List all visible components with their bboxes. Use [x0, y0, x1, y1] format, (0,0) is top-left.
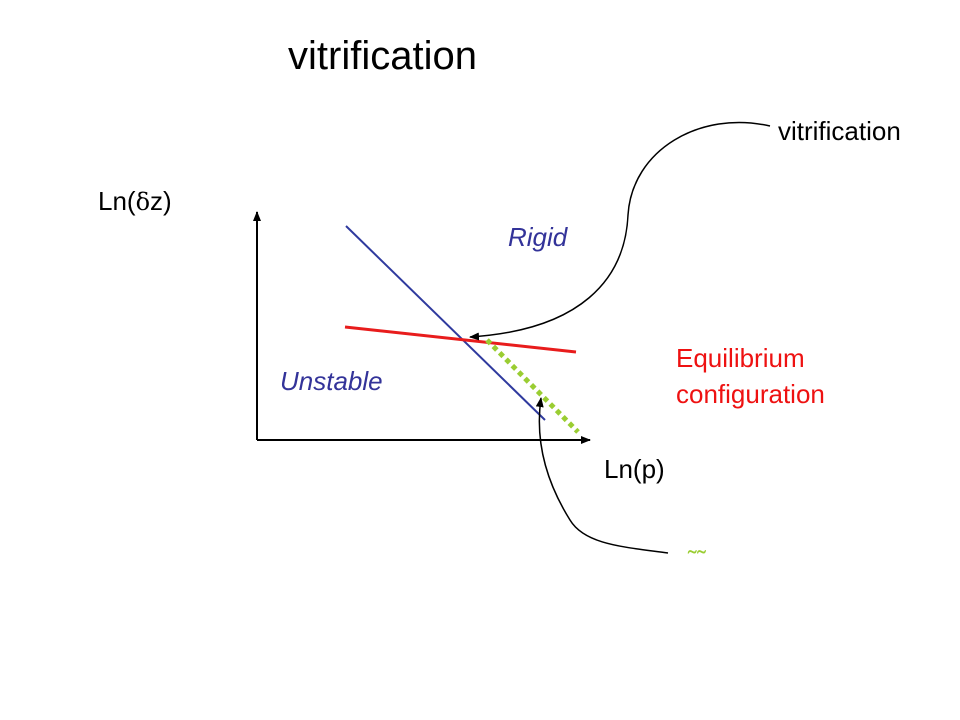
unstable-region-label: Unstable [280, 366, 383, 396]
vitrification-callout-arrow [469, 121, 771, 341]
y-axis-label: Ln(δz) [98, 188, 172, 214]
page-title: vitrification [288, 34, 477, 78]
rigid-region-label: Rigid [508, 222, 568, 252]
equilibrium-line [344, 325, 577, 354]
vitrification-callout-label: vitrification [778, 116, 901, 146]
delta-symbol: δ [135, 188, 151, 216]
stability-boundary-line [345, 225, 546, 421]
lower-callout-arrow [535, 397, 669, 554]
x-axis-label: Ln(p) [604, 454, 665, 484]
y-axis-label-prefix: Ln( [98, 186, 136, 216]
garbled-annotation: ̃ ̃ [688, 545, 700, 575]
equilibrium-label-line2: configuration [676, 379, 825, 410]
equilibrium-label-line1: Equilibrium [676, 343, 805, 373]
equilibrium-label: Equilibrium configuration [676, 340, 876, 413]
metastable-dotted-line [485, 338, 580, 434]
y-axis-label-suffix: z) [150, 186, 172, 216]
